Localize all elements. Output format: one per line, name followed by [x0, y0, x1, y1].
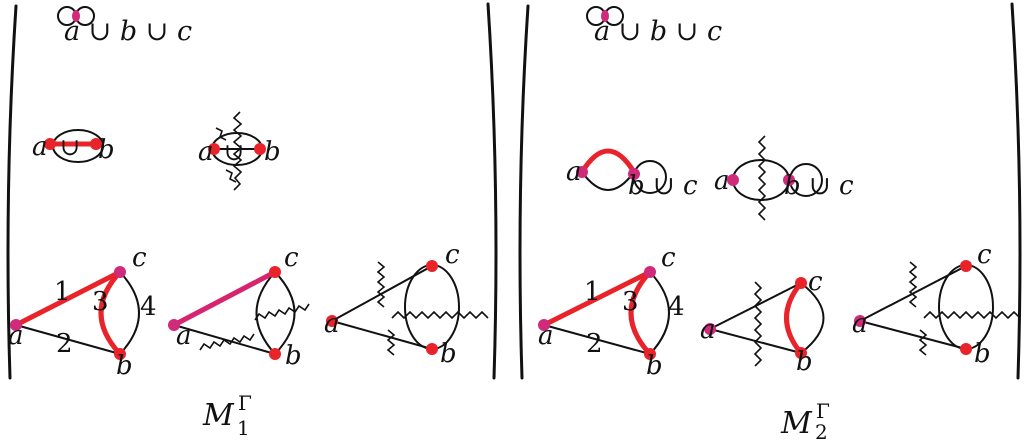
panel-2-caption-base: M — [780, 406, 813, 440]
panel-1-row3-vertex-a: a — [8, 321, 24, 351]
panel-2-row2-graph-1-right-label: b ∪ c — [628, 171, 698, 201]
panel-2-caption-sup: Γ — [816, 399, 830, 423]
panel-2-row3-vertex-c: c — [661, 243, 676, 273]
panel-1-row3-graph-1 — [10, 266, 140, 360]
panel-2-row3-edge-3: 3 — [622, 287, 639, 317]
panel-1-row3-graph-3-vertex-a: a — [324, 309, 340, 339]
panel-2-row1-label: a ∪ b ∪ c — [594, 16, 722, 47]
panel-1-row2-graph-1-mid-label: ∪ — [60, 133, 80, 161]
panel-1-left-bracket — [6, 4, 18, 380]
panel-1-row3-vertex-c: c — [132, 243, 147, 273]
panel-2-row3-edge-2: 2 — [586, 329, 603, 359]
panel-2-row3-graph-3 — [854, 260, 1021, 356]
panel-2-row2-graph-2-left-label: a — [714, 166, 730, 196]
panel-2-row3-graph-2-vertex-b: b — [796, 347, 813, 377]
panel-2-row2-graph-2-right-label: b ∪ c — [784, 171, 854, 201]
panel-1-row2-graph-2-left-label: a — [198, 137, 214, 167]
panel-2-row3-edge-1: 1 — [584, 277, 601, 307]
panel-1-row2-graph-2 — [208, 111, 266, 191]
panel-1-row2-graph-2-right-label: b — [264, 137, 281, 167]
panel-2: a ∪ b ∪ c a b ∪ c a b ∪ c — [518, 2, 1022, 440]
panel-2-row1-double-loop — [586, 6, 624, 26]
panel-1-caption-sup: Γ — [238, 391, 252, 415]
panel-1-row3-edge-3: 3 — [92, 287, 109, 317]
panel-2-row3-graph-2-vertex-c: c — [808, 267, 823, 297]
panel-1-caption: M Γ 1 — [202, 391, 252, 440]
panel-1-row3-graph-3-vertex-b: b — [440, 339, 457, 369]
panel-1-row3-vertex-b: b — [116, 351, 133, 381]
panel-2-row2-graph-1-left-label: a — [566, 157, 582, 187]
panel-2-row3-graph-3-vertex-a: a — [852, 309, 868, 339]
panel-2-right-bracket — [1010, 2, 1022, 380]
panel-2-row3-edge-4: 4 — [668, 292, 685, 322]
panel-2-row2-graph-1 — [576, 148, 667, 194]
panel-1-row2-graph-1-right-label: b — [98, 135, 115, 165]
panel-1-row1-double-loop — [57, 6, 95, 26]
panel-2-left-bracket — [518, 4, 530, 380]
panel-1-row2-graph-1-left-label: a — [32, 132, 48, 162]
panel-2-row3-graph-1 — [538, 266, 670, 360]
panel-1-row3-graph-2-vertex-c: c — [284, 243, 299, 273]
panel-1-row3-graph-3 — [326, 260, 489, 356]
panel-1-caption-base: M — [202, 398, 235, 433]
panel-2-caption: M Γ 2 — [780, 399, 830, 440]
panel-1-row3-graph-2-vertex-b: b — [285, 341, 302, 371]
panel-1-row1-label: a ∪ b ∪ c — [64, 16, 192, 47]
panel-1-row2-graph-2-mid-label: ∪ — [224, 138, 244, 166]
panel-1-row3-edge-2: 2 — [56, 329, 73, 359]
panel-2-row3-graph-2-vertex-a: a — [700, 315, 716, 345]
panel-2-row3-graph-3-vertex-c: c — [977, 240, 992, 270]
panel-2-row3-graph-2 — [704, 277, 825, 367]
panel-2-row2-graph-2 — [727, 135, 823, 221]
panel-1-row3-graph-3-vertex-c: c — [445, 240, 460, 270]
panel-1-row3-edge-1: 1 — [54, 277, 71, 307]
panel-1-row3-graph-2 — [168, 266, 310, 360]
panel-2-row3-vertex-b: b — [646, 351, 663, 381]
panel-1-row2-graph-1 — [44, 129, 104, 163]
panel-1-right-bracket — [486, 2, 498, 380]
panel-1-caption-sub: 1 — [237, 416, 250, 440]
panel-1-row3-edge-4: 4 — [140, 292, 157, 322]
panel-2-caption-sub: 2 — [815, 420, 828, 440]
panel-1: a ∪ b ∪ c a ∪ b a ∪ b — [6, 2, 498, 440]
panel-1-row3-graph-2-vertex-a: a — [176, 321, 192, 351]
panel-2-row3-graph-3-vertex-b: b — [974, 339, 991, 369]
panel-2-row3-vertex-a: a — [538, 321, 554, 351]
